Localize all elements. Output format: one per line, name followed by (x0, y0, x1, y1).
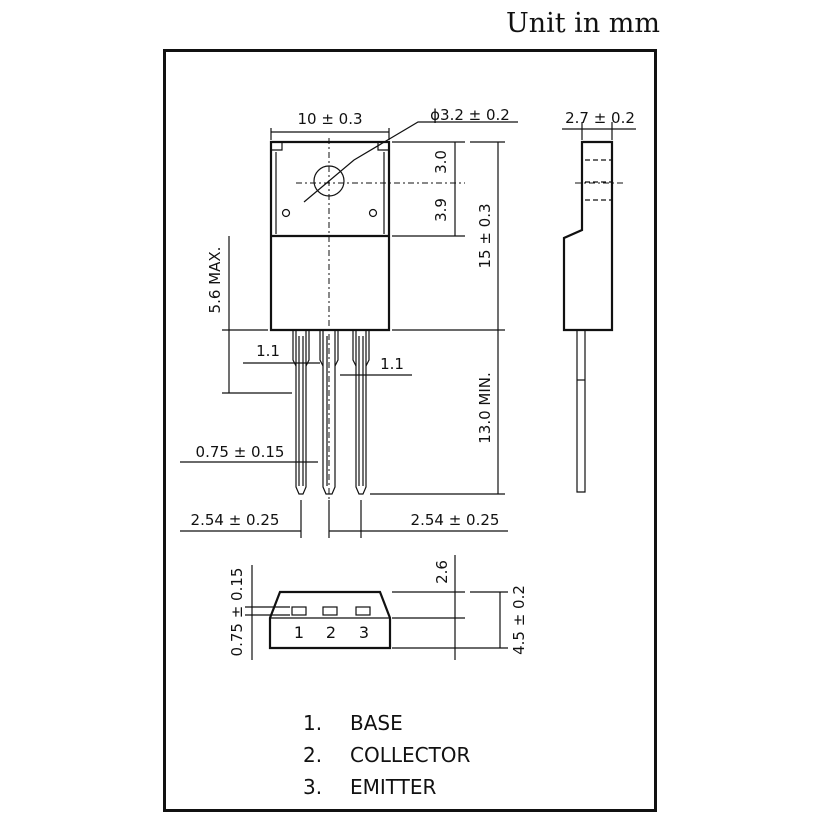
bottom-lead-2 (322, 606, 338, 616)
bottom-pin-1-label: 1 (294, 623, 304, 642)
dim-pitch-lines (180, 500, 508, 538)
lead-2 (322, 330, 336, 495)
dim-bottom-lead-thickness: 0.75 ± 0.15 (228, 568, 246, 657)
dim-hole-vertical-lines (392, 141, 465, 237)
dim-pitch-left: 2.54 ± 0.25 (191, 511, 280, 529)
dim-bottom-offset-lines (392, 555, 465, 660)
lead-3 (355, 330, 367, 495)
legend-number-2: 2. (303, 743, 322, 767)
front-view: 10 ± 0.3 ϕ3.2 ± 0.2 3.0 3.9 15 ± 0.3 5.6… (180, 106, 518, 538)
dim-hole-diameter: ϕ3.2 ± 0.2 (430, 106, 510, 124)
side-lead (576, 330, 586, 493)
lead-1-shoulder (292, 330, 310, 367)
dim-lead-length-lines (370, 330, 505, 495)
dim-side-thickness-lines (562, 122, 636, 140)
legend-number-1: 1. (303, 711, 322, 735)
legend-name-1: BASE (350, 711, 403, 735)
dim-lead-thickness: 0.75 ± 0.15 (196, 443, 285, 461)
dim-shoulder-lines (222, 236, 292, 394)
front-tab-edge (275, 152, 385, 234)
bottom-pin-2-label: 2 (326, 623, 336, 642)
drawing-frame (163, 49, 657, 812)
dim-body-width-lines (270, 128, 390, 140)
pin-legend: 1. BASE 2. COLLECTOR 3. EMITTER (303, 711, 471, 799)
dim-body-height: 15 ± 0.3 (476, 203, 494, 268)
bottom-view: 1 2 3 0.75 ± 0.15 2.6 4.5 ± 0.2 (228, 555, 528, 660)
lead-3-shoulder (352, 330, 370, 367)
dim-bottom-depth: 4.5 ± 0.2 (510, 585, 528, 655)
dim-lead-length: 13.0 MIN. (476, 372, 494, 444)
dim-body-width: 10 ± 0.3 (297, 110, 362, 128)
lead-1 (295, 330, 307, 495)
dim-hole-top: 3.0 (432, 150, 450, 174)
legend-name-2: COLLECTOR (350, 743, 471, 767)
bottom-lead-1 (291, 606, 307, 616)
dim-bottom-lead-lines (245, 565, 290, 660)
side-view: 2.7 ± 0.2 (562, 109, 636, 493)
dim-lead-width-right: 1.1 (380, 355, 404, 373)
left-dimple (281, 208, 291, 218)
dim-lead-width-left: 1.1 (256, 342, 280, 360)
bottom-lead-3 (355, 606, 371, 616)
lead-2-shoulder (319, 330, 339, 367)
front-top-chamfer (271, 143, 389, 151)
dim-lead-shoulder: 5.6 MAX. (206, 247, 224, 314)
bottom-pin-3-label: 3 (359, 623, 369, 642)
side-hidden-hole (585, 159, 612, 201)
dim-bottom-offset: 2.6 (433, 560, 451, 584)
lead-3-inner (358, 336, 364, 486)
dim-side-thickness: 2.7 ± 0.2 (565, 109, 635, 127)
right-dimple (368, 208, 378, 218)
dim-pitch-right: 2.54 ± 0.25 (411, 511, 500, 529)
dim-hole-leader (303, 121, 518, 203)
front-leads (292, 330, 370, 495)
unit-title: Unit in mm (505, 8, 660, 39)
legend-number-3: 3. (303, 775, 322, 799)
front-body-outline (269, 140, 391, 332)
lead-1-inner (298, 336, 304, 486)
side-body-outline (562, 140, 614, 332)
dim-body-height-lines (392, 141, 505, 331)
legend-name-3: EMITTER (350, 775, 437, 799)
dim-bottom-depth-lines (392, 591, 508, 649)
dim-hole-to-step: 3.9 (432, 198, 450, 222)
